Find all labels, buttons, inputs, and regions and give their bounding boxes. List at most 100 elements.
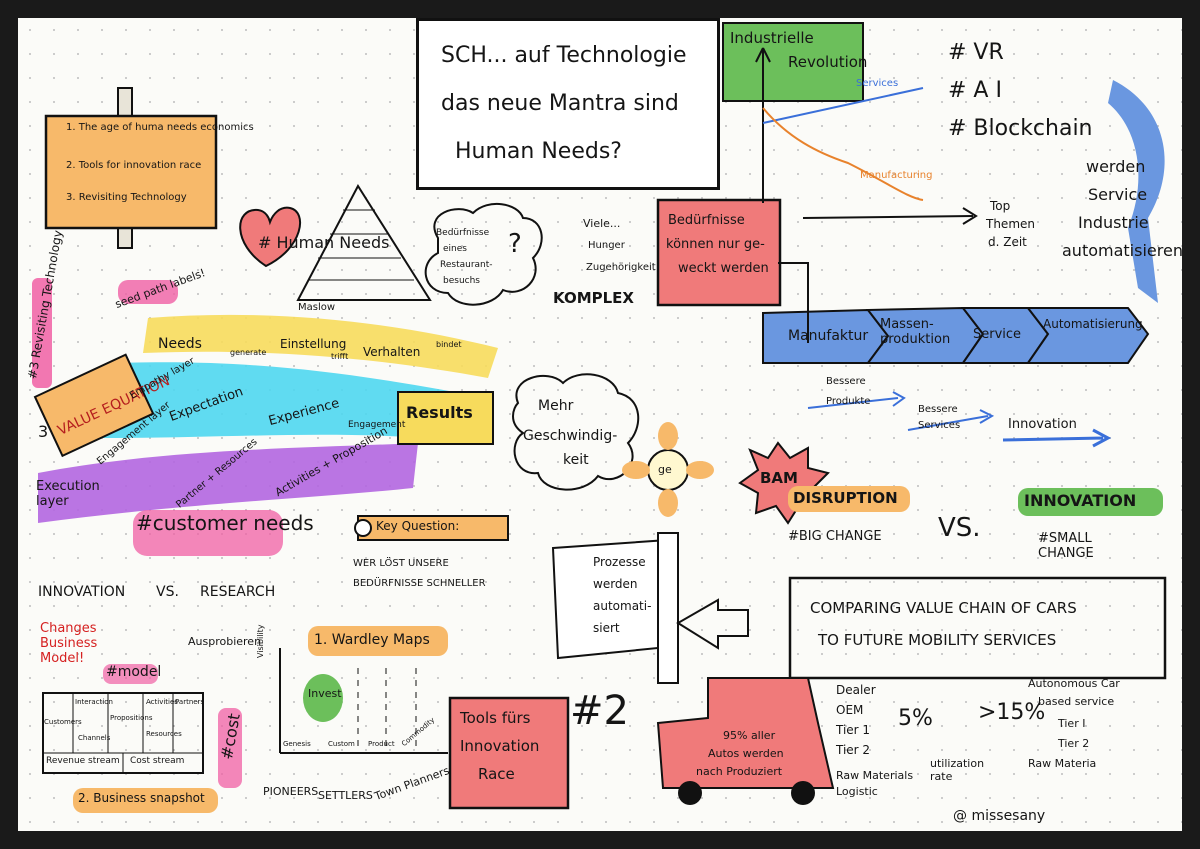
trifft-label: trifft — [331, 352, 349, 361]
needs-box-bg — [656, 198, 782, 307]
maslow-pyramid — [296, 184, 432, 301]
small-change-label: #SMALL CHANGE — [1038, 531, 1094, 561]
car-line-1: 95% aller — [723, 729, 776, 742]
innovation-big-label: INNOVATION — [1024, 491, 1137, 510]
car-line-3: nach Produziert — [696, 765, 783, 778]
agenda-item-2: 2. Tools for innovation race — [66, 160, 202, 171]
cloud1-line-1: Bedürfnisse — [436, 228, 490, 238]
car-line-2: Autos werden — [708, 747, 784, 760]
disruption-label: DISRUPTION — [793, 489, 898, 507]
canvas-partners: Partners — [175, 698, 205, 706]
util-label: utilization rate — [930, 757, 985, 783]
needs-band — [143, 314, 498, 378]
compare-line-2: TO FUTURE MOBILITY SERVICES — [818, 631, 1057, 649]
vs-label: VS. — [938, 513, 981, 543]
revolution-label-2: Revolution — [788, 53, 868, 71]
canvas-channels: Channels — [78, 734, 111, 742]
execution-layer-label: Execution layer — [36, 479, 100, 509]
bulb-label: ge — [658, 463, 672, 476]
cloud1-line-4: besuchs — [443, 276, 480, 286]
title-line-1: SCH... auf Technologie — [441, 43, 687, 68]
cloud1-question: ? — [508, 229, 522, 259]
tag-ai: # A I — [948, 78, 1002, 103]
title-box: SCH... auf Technologie das neue Mantra s… — [416, 18, 720, 190]
service-industry-4: automatisieren — [1062, 241, 1182, 260]
sketchnote-board: 1. The age of huma needs economics 2. To… — [18, 18, 1182, 831]
better-prod-1: Bessere — [826, 376, 866, 387]
needs-label: Needs — [158, 336, 202, 352]
tools-number: #2 — [570, 688, 629, 734]
key-question-title: Key Question: — [376, 519, 460, 533]
chain-step-2: Massen-produktion — [880, 317, 951, 347]
human-needs-title: # Human Needs — [258, 233, 390, 252]
chain-step-4: Automatisierung — [1043, 317, 1143, 331]
needs-box-line-1: Bedürfnisse — [668, 213, 745, 228]
top-label-3: d. Zeit — [988, 235, 1027, 249]
heart-icon — [239, 206, 301, 268]
many-belonging: Zugehörigkeit — [586, 262, 656, 273]
top-label-2: Themen — [986, 217, 1035, 231]
service-industry-3: Industrie — [1078, 213, 1149, 232]
bam-label: BAM — [760, 469, 798, 487]
process-line-4: siert — [593, 621, 620, 635]
business-snapshot-label: 2. Business snapshot — [78, 791, 205, 805]
visibility-label: Visibility — [256, 624, 265, 658]
tools-box-bg — [448, 696, 570, 810]
mobility-tier2: Tier 2 — [1058, 737, 1090, 750]
manufacturing-line-label: Manufacturing — [860, 170, 933, 181]
changes-label: Changes Business Model! — [40, 621, 98, 666]
mobility-raw: Raw Materia — [1028, 757, 1097, 770]
compare-box — [788, 576, 1167, 680]
revolution-bg — [722, 22, 864, 102]
key-question-line-1: WER LÖST UNSERE — [353, 558, 449, 569]
chain-dealer: Dealer — [836, 683, 876, 697]
better-serv-1: Bessere — [918, 404, 958, 415]
many-hunger: Hunger — [588, 240, 625, 251]
maslow-label: Maslow — [298, 302, 336, 313]
better-prod-2: Produkte — [826, 396, 871, 407]
cloud1-line-3: Restaurant- — [440, 260, 493, 270]
chain-logistic: Logistic — [836, 785, 878, 798]
tools-line-1: Tools fürs — [460, 709, 531, 727]
revolution-label-1: Industrielle — [730, 29, 814, 47]
service-industry-1: werden — [1086, 157, 1146, 176]
canvas-resources: Resources — [146, 730, 182, 738]
speed-line-1: Mehr — [538, 398, 574, 414]
results-label: Results — [406, 403, 473, 422]
chain-oem: OEM — [836, 703, 864, 717]
services-line-label: Services — [856, 78, 899, 89]
canvas-propositions: Propositions — [110, 714, 153, 722]
speed-line-3: keit — [563, 452, 589, 468]
canvas-cost: Cost stream — [130, 756, 185, 766]
ausprobieren-label: Ausprobieren — [188, 635, 262, 648]
generate-label: generate — [230, 348, 267, 357]
innovation-label: Innovation — [1008, 417, 1077, 432]
value-equation-num: 3 — [38, 422, 49, 441]
chain-tier1: Tier 1 — [836, 723, 871, 737]
author-handle: @ missesany — [953, 808, 1046, 824]
innovation-word: INNOVATION — [38, 584, 126, 600]
signpost-board — [44, 114, 218, 230]
chain-step-1: Manufaktur — [788, 328, 869, 344]
tag-vr: # VR — [948, 40, 1004, 65]
execution-band — [38, 443, 418, 523]
model-label: #model — [106, 664, 162, 680]
tools-line-3: Race — [478, 765, 515, 783]
title-line-2: das neue Mantra sind — [441, 91, 679, 116]
big-change-label: #BIG CHANGE — [788, 529, 882, 544]
process-line-1: Prozesse — [593, 555, 646, 569]
tag-blockchain: # Blockchain — [948, 116, 1093, 141]
process-line-2: werden — [593, 577, 638, 591]
canvas-interaction: Interaction — [75, 698, 113, 706]
gift-box — [397, 391, 494, 445]
needs-box-line-2: können nur ge- — [666, 237, 765, 252]
agenda-item-1: 1. The age of huma needs economics — [66, 122, 254, 133]
komplex-label: KOMPLEX — [553, 289, 634, 307]
engagement-label: Engagement — [348, 420, 406, 430]
canvas-activities: Activities — [146, 698, 178, 706]
service-industry-2: Service — [1088, 185, 1148, 204]
mobility-tier1: Tier I — [1058, 717, 1086, 730]
custom-label: Custom — [328, 740, 355, 748]
key-question-line-2: BEDÜRFNISSE SCHNELLER — [353, 578, 486, 589]
pioneers-label: PIONEERS — [263, 785, 319, 798]
